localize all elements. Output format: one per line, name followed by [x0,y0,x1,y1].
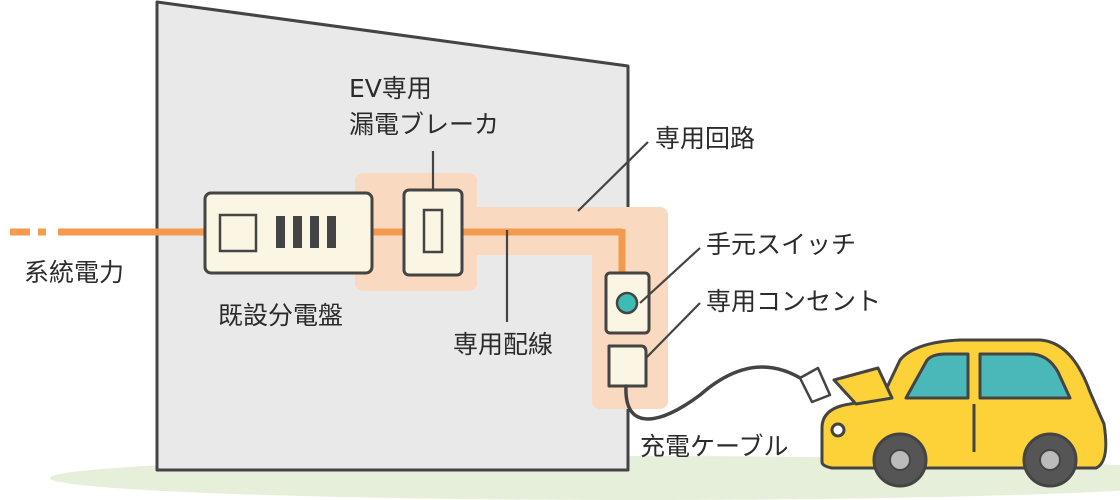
power-line [10,228,626,275]
label-distribution-board: 既設分電盤 [218,301,344,330]
electric-car [820,338,1108,488]
charging-cable [624,365,810,421]
distribution-board [203,191,374,275]
car-window-rear [978,352,1072,400]
label-dedicated-wiring: 専用配線 [453,330,554,359]
car-window-front [904,352,970,400]
label-hand-switch: 手元スイッチ [706,230,857,259]
car-hood [832,366,894,406]
label-breaker-line2: 漏電ブレーカ [349,110,500,139]
label-charging-cable: 充電ケーブル [640,432,789,461]
hand-switch [604,271,651,335]
leader-lines [431,141,701,359]
dedicated-outlet [607,344,648,388]
car-headlight [830,422,846,438]
label-dedicated-circuit: 専用回路 [655,124,756,153]
label-grid-power: 系統電力 [24,258,125,287]
ev-breaker [402,188,464,277]
label-dedicated-outlet: 専用コンセント [706,287,882,316]
label-breaker-line1: EV専用 [349,74,432,103]
charging-plug [798,366,832,404]
